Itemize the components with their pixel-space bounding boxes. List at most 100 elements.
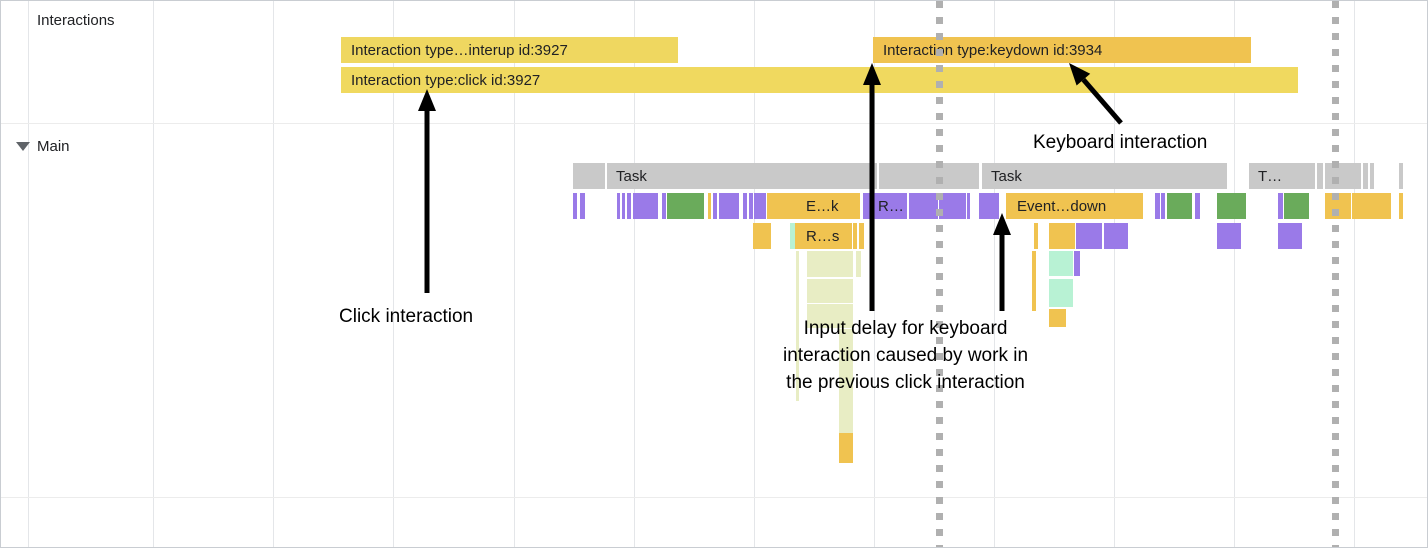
- flame-block-r1-12[interactable]: [749, 193, 753, 219]
- flame-block-r1-32[interactable]: [1399, 193, 1403, 219]
- flame-event-keydown-label: Event…down: [1017, 197, 1107, 215]
- task-bar-3-label: Task: [991, 167, 1022, 185]
- flame-block-r1-9[interactable]: [713, 193, 717, 219]
- flame-block-r1-11[interactable]: [743, 193, 747, 219]
- task-bar-9[interactable]: [1399, 163, 1403, 189]
- flame-block-r2-2[interactable]: [853, 223, 857, 249]
- flame-deep-a-4[interactable]: [839, 329, 853, 459]
- annotation-click-interaction: Click interaction: [339, 306, 474, 327]
- task-bar-3[interactable]: Task: [982, 163, 1227, 189]
- flame-block-r1-10[interactable]: [719, 193, 739, 219]
- gridline-11: [1354, 1, 1355, 547]
- gridline-6: [754, 1, 755, 547]
- marker-2: [1332, 1, 1339, 547]
- task-bar-4[interactable]: T…: [1249, 163, 1315, 189]
- flame-deep-b-0[interactable]: [1049, 251, 1073, 276]
- flame-block-r1-18[interactable]: [863, 193, 867, 219]
- interactions-track[interactable]: Interactions: [37, 12, 115, 29]
- flame-block-r1-25[interactable]: [1167, 193, 1192, 219]
- flame-block-r2-0[interactable]: [753, 223, 771, 249]
- flame-block-r1-5[interactable]: [633, 193, 658, 219]
- flame-block-r2-7[interactable]: [1104, 223, 1128, 249]
- flame-deep-b-2[interactable]: [1049, 279, 1073, 307]
- interaction-pointerup-label: Interaction type…interup id:3927: [351, 41, 568, 59]
- flame-block-r1-20[interactable]: [939, 193, 966, 219]
- rule-0: [1, 123, 1427, 124]
- flame-block-r1-6[interactable]: [662, 193, 666, 219]
- flame-block-r1-2[interactable]: [617, 193, 620, 219]
- flame-block-r1-8[interactable]: [708, 193, 711, 219]
- annotation-keyboard-interaction: Keyboard interaction: [1033, 132, 1208, 153]
- flame-block-r1-28[interactable]: [1278, 193, 1283, 219]
- task-bar-4-label: T…: [1258, 167, 1283, 185]
- flame-block-r2-1[interactable]: [790, 223, 795, 249]
- annotation-input-delay-arrow-1: [993, 213, 1011, 311]
- flame-deep-a-1[interactable]: [856, 251, 861, 277]
- flame-block-r2-3[interactable]: [859, 223, 864, 249]
- flame-block-r1-14[interactable]: [767, 193, 798, 219]
- interaction-pointerup[interactable]: Interaction type…interup id:3927: [341, 37, 678, 63]
- flame-deep-a-5[interactable]: [839, 433, 853, 463]
- flame-block-r1-7[interactable]: [667, 193, 704, 219]
- annotation-input-delay-arrow-0: [863, 63, 881, 311]
- interaction-click-label: Interaction type:click id:3927: [351, 71, 541, 89]
- annotation-click-interaction-arrow: [418, 89, 436, 293]
- gridline-2: [273, 1, 274, 547]
- main-track[interactable]: Main: [37, 138, 70, 155]
- task-bar-7[interactable]: [1363, 163, 1368, 189]
- flame-block-r2-5[interactable]: [1049, 223, 1075, 249]
- task-bar-5[interactable]: [1317, 163, 1323, 189]
- flame-block-r1-22[interactable]: [979, 193, 999, 219]
- task-bar-1-label: Task: [616, 167, 647, 185]
- flame-block-r1-3[interactable]: [622, 193, 625, 219]
- flame-deep-b-1[interactable]: [1074, 251, 1080, 276]
- flame-block-r1-19[interactable]: [909, 193, 938, 219]
- gridline-4: [514, 1, 515, 547]
- expand-triangle-icon[interactable]: [16, 142, 30, 151]
- flame-block-r1-23[interactable]: [1155, 193, 1160, 219]
- gridline-8: [994, 1, 995, 547]
- flame-run-microtasks-label: R…s: [806, 227, 840, 245]
- flame-deep-b-4[interactable]: [1032, 251, 1036, 311]
- flame-block-r1-29[interactable]: [1284, 193, 1309, 219]
- gridline-9: [1114, 1, 1115, 547]
- flame-block-r1-24[interactable]: [1161, 193, 1165, 219]
- flame-event-click-label: E…k: [806, 197, 839, 215]
- flame-block-r2-6[interactable]: [1076, 223, 1102, 249]
- flame-block-r1-21[interactable]: [967, 193, 970, 219]
- gridline-1: [153, 1, 154, 547]
- gridline-5: [634, 1, 635, 547]
- flame-block-r2-9[interactable]: [1278, 223, 1302, 249]
- flame-event-click[interactable]: E…k: [795, 193, 860, 219]
- task-bar-1[interactable]: Task: [607, 163, 877, 189]
- flame-block-r1-4[interactable]: [627, 193, 631, 219]
- annotation-keyboard-interaction-arrow: [1069, 63, 1123, 125]
- gridline-10: [1234, 1, 1235, 547]
- annotation-input-delay: Input delay for keyboard interaction cau…: [783, 318, 1029, 393]
- gridline-0: [28, 1, 29, 547]
- task-bar-6[interactable]: [1325, 163, 1361, 189]
- flame-block-r1-0[interactable]: [573, 193, 577, 219]
- flame-deep-b-3[interactable]: [1049, 309, 1066, 327]
- flame-block-r2-8[interactable]: [1217, 223, 1241, 249]
- flame-block-r1-27[interactable]: [1217, 193, 1246, 219]
- task-bar-0[interactable]: [573, 163, 605, 189]
- marker-1: [936, 1, 943, 547]
- flame-run-task-label: R…: [878, 197, 904, 215]
- interaction-click[interactable]: Interaction type:click id:3927: [341, 67, 1298, 93]
- flame-block-r1-31[interactable]: [1352, 193, 1391, 219]
- flame-deep-a-0[interactable]: [807, 251, 853, 277]
- flame-event-keydown[interactable]: Event…down: [1006, 193, 1143, 219]
- flame-block-r1-13[interactable]: [754, 193, 766, 219]
- task-bar-2[interactable]: [879, 163, 979, 189]
- flame-block-r1-1[interactable]: [580, 193, 585, 219]
- task-bar-8[interactable]: [1370, 163, 1374, 189]
- flame-deep-a-6[interactable]: [796, 251, 799, 401]
- flame-deep-a-3[interactable]: [807, 304, 853, 328]
- rule-1: [1, 497, 1427, 498]
- flame-deep-a-2[interactable]: [807, 279, 853, 303]
- flame-block-r1-26[interactable]: [1195, 193, 1200, 219]
- flame-run-microtasks[interactable]: R…s: [795, 223, 852, 249]
- flame-block-r2-4[interactable]: [1034, 223, 1038, 249]
